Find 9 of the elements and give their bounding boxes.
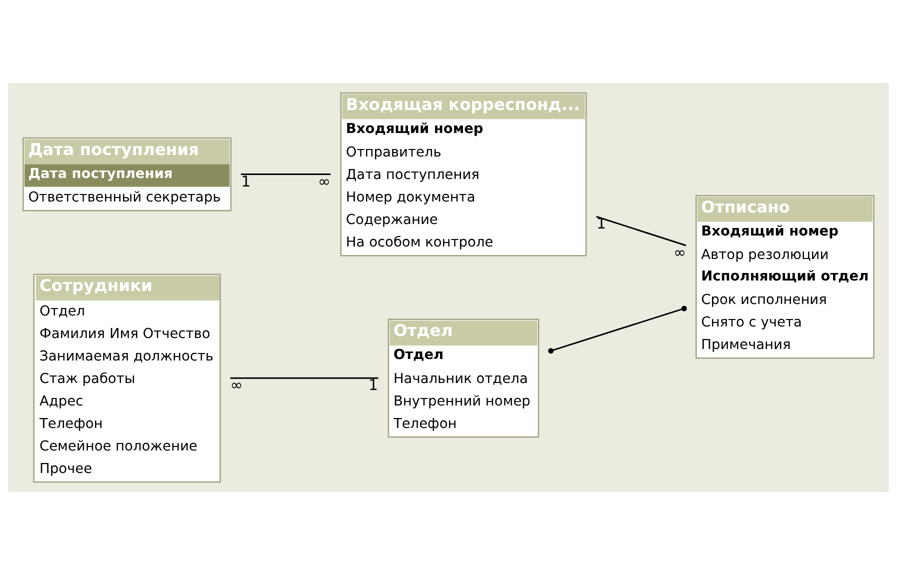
connector [548,305,687,354]
label: ∞ [230,376,243,394]
connector [596,215,686,246]
label: ∞ [318,172,331,190]
connector [240,173,331,175]
label: 1 [241,172,251,190]
label: 1 [368,376,378,394]
label: ∞ [674,242,686,261]
connector [230,376,378,378]
